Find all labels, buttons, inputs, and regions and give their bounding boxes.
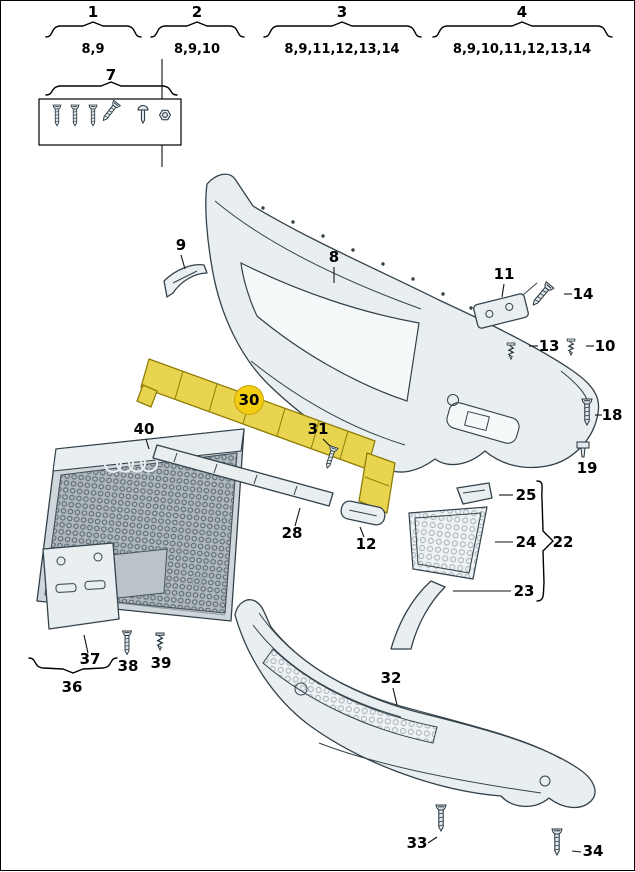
part-25-bracket — [456, 482, 493, 505]
callout-23[interactable]: 23 — [514, 582, 535, 600]
group-1-brace — [45, 21, 142, 38]
group-3-brace — [263, 21, 422, 38]
callout-11[interactable]: 11 — [494, 265, 515, 283]
part-10-clip — [566, 338, 576, 356]
callout-37[interactable]: 37 — [80, 650, 101, 668]
callouts-layer: 9 8 11 14 13 10 18 19 30 31 40 28 12 25 … — [28, 236, 623, 860]
callout-12[interactable]: 12 — [356, 535, 377, 553]
callout-33[interactable]: 33 — [407, 834, 428, 852]
part-32-lower-spoiler — [234, 599, 596, 809]
callout-32[interactable]: 32 — [381, 669, 402, 687]
callout-34[interactable]: 34 — [583, 842, 604, 860]
callout-13[interactable]: 13 — [539, 337, 560, 355]
group-3-refs[interactable]: 8,9,11,12,13,14 — [284, 42, 399, 57]
callout-9[interactable]: 9 — [176, 236, 186, 254]
part-23-bracket — [390, 580, 446, 650]
callout-30-highlighted[interactable]: 30 — [239, 391, 260, 409]
grille-sensor-hole — [191, 575, 203, 587]
part-8-bumper-cover — [205, 173, 600, 473]
highlight-badge[interactable] — [234, 385, 264, 415]
group-2-number[interactable]: 2 — [192, 3, 202, 21]
group-4-brace — [432, 21, 613, 38]
part-19-clip — [576, 441, 590, 458]
callout-19[interactable]: 19 — [577, 459, 598, 477]
group-7-number[interactable]: 7 — [106, 66, 116, 84]
group-4-number[interactable]: 4 — [517, 3, 527, 21]
header-group-3: 3 8,9,11,12,13,14 — [263, 3, 422, 57]
part-34-screw — [551, 828, 563, 856]
callout-14[interactable]: 14 — [573, 285, 594, 303]
part-30-impact-bar[interactable] — [136, 358, 396, 514]
group-1-refs[interactable]: 8,9 — [81, 42, 104, 57]
group-22-brace — [536, 480, 554, 602]
hardware-box — [38, 98, 182, 146]
group-2-brace — [150, 21, 245, 38]
callout-36[interactable]: 36 — [62, 678, 83, 696]
group-1-number[interactable]: 1 — [88, 3, 98, 21]
callout-39[interactable]: 39 — [151, 654, 172, 672]
callout-31[interactable]: 31 — [308, 420, 329, 438]
group-4-refs[interactable]: 8,9,10,11,12,13,14 — [453, 42, 591, 57]
group-3-number[interactable]: 3 — [337, 3, 347, 21]
callout-28[interactable]: 28 — [282, 524, 303, 542]
header-group-1: 1 8,9 — [45, 3, 142, 57]
nut-icon — [159, 109, 171, 121]
bumper-clip-dots — [261, 206, 473, 310]
bumper-grille-opening — [240, 261, 420, 402]
spoiler-mesh-band — [262, 648, 438, 744]
header-group-2: 2 8,9,10 — [150, 3, 245, 57]
part-38-screw — [122, 630, 132, 655]
fog-light-opening — [446, 402, 520, 444]
part-12-cover — [340, 500, 386, 526]
hardware-group-7: 7 — [38, 66, 182, 146]
group-7-brace — [45, 81, 178, 96]
part-28-trim-strip — [152, 444, 334, 507]
callout-40[interactable]: 40 — [134, 420, 155, 438]
tow-hook-cover — [464, 410, 490, 432]
part-37-plate-bracket — [42, 542, 120, 630]
part-33-screw — [435, 804, 447, 832]
part-9-bracket — [163, 263, 208, 298]
header-group-4: 4 8,9,10,11,12,13,14 — [432, 3, 613, 57]
part-24-side-grille — [408, 506, 488, 580]
callout-24[interactable]: 24 — [516, 533, 537, 551]
callout-25[interactable]: 25 — [516, 486, 537, 504]
sensor-hole — [447, 394, 459, 406]
audi-rings-icon — [104, 454, 159, 473]
group-36-brace — [28, 657, 118, 674]
callout-38[interactable]: 38 — [118, 657, 139, 675]
group-2-refs[interactable]: 8,9,10 — [174, 42, 220, 57]
callout-10[interactable]: 10 — [595, 337, 616, 355]
callout-18[interactable]: 18 — [602, 406, 623, 424]
callout-22[interactable]: 22 — [553, 533, 574, 551]
callout-8[interactable]: 8 — [329, 248, 339, 266]
part-11-bracket — [473, 282, 538, 329]
part-39-clip — [155, 632, 165, 651]
